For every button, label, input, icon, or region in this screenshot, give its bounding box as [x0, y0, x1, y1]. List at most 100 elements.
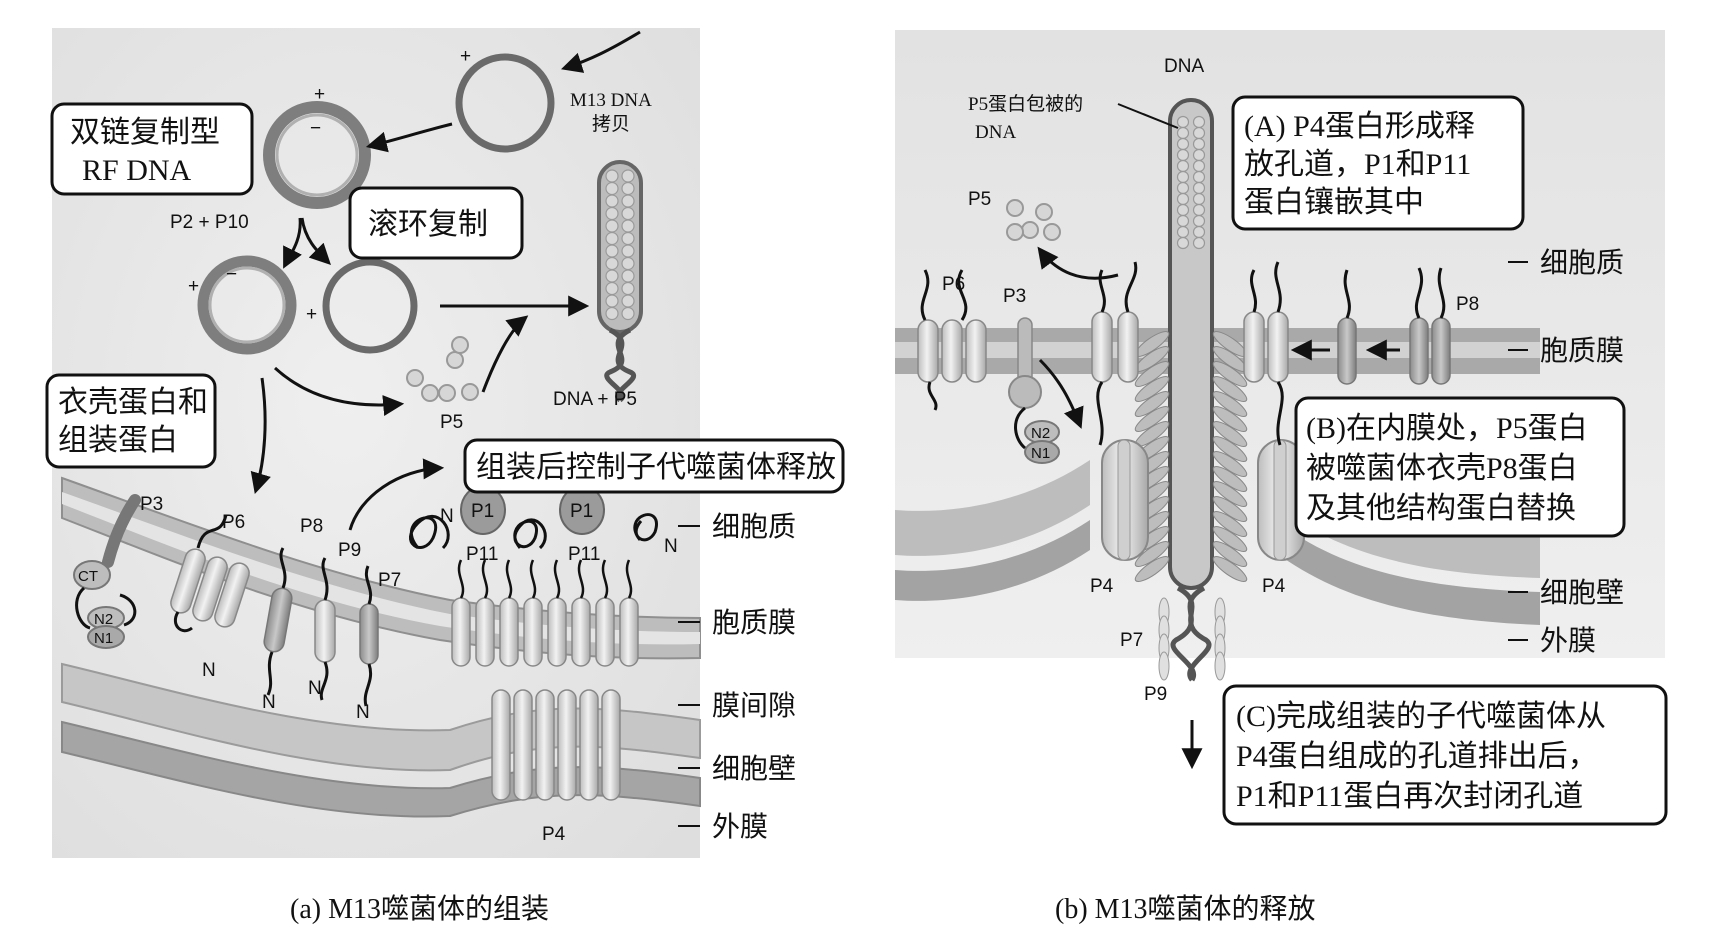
filament-beads: [605, 169, 635, 321]
p8-coat-protein: [1134, 391, 1170, 417]
p7-protein: [359, 603, 379, 665]
p8-coat-protein: [1134, 406, 1170, 432]
filament-bead: [605, 269, 619, 283]
p4-protein-column: [513, 689, 533, 801]
rf-dna-circle: [263, 101, 371, 209]
p4-protein-column: [557, 689, 577, 801]
p5-label: P5: [440, 412, 463, 433]
panel-a-proteins: [73, 485, 658, 801]
filament-bead: [1176, 214, 1190, 228]
panel-b-layer-labels: 细胞质 胞质膜 细胞壁 外膜: [1508, 247, 1624, 656]
box-rolling-label: 滚环复制: [368, 208, 488, 241]
filament-bead: [1176, 203, 1190, 217]
filament-bead: [1192, 192, 1206, 206]
p3-stalk: [102, 494, 141, 568]
p3-linker: [75, 586, 137, 630]
p8-coat-protein: [1134, 361, 1170, 387]
filament-bead: [1176, 225, 1190, 239]
filament-bead: [621, 269, 635, 283]
p7-p9-protein: [1214, 651, 1226, 681]
p1-label-left: P1: [471, 501, 494, 522]
p8-coat-protein: [1212, 376, 1248, 402]
filament-bead: [1176, 192, 1190, 206]
filament-bead: [1192, 148, 1206, 162]
box-release-label: 组装后控制子代噬菌体释放: [476, 451, 836, 484]
box-a-line1: (A) P4蛋白形成释: [1244, 110, 1475, 143]
p8-coat-protein: [1212, 526, 1248, 552]
p7-tail: [363, 565, 373, 707]
p4-protein-column: [535, 689, 555, 801]
filament-bead: [605, 194, 619, 208]
p8-label: P8: [300, 516, 323, 537]
p6-label: P6: [222, 512, 245, 533]
filament-bead: [605, 181, 619, 196]
p8-coat-protein: [1212, 511, 1248, 537]
label-periplasm: 膜间隙: [712, 690, 796, 721]
filament-bead: [1192, 170, 1206, 184]
panel-b-membrane-proteins: [917, 261, 1451, 464]
p1-coils-mid: [513, 518, 547, 550]
p8-coat-protein: [1212, 541, 1248, 567]
box-coat-line2: 组装蛋白: [58, 424, 178, 457]
filament-tube: [1168, 98, 1214, 590]
filament-twist-2: [1170, 585, 1206, 682]
arrow-ss-to-rf: [365, 122, 453, 153]
panel-a-strand-signs: + + − + − +: [188, 46, 471, 325]
p3-head: [1008, 375, 1042, 409]
rolling-circle-ds: [197, 255, 297, 355]
n2-label: N2: [94, 611, 113, 628]
p8-coat-protein: [1212, 391, 1248, 417]
p8-coat-protein: [1212, 436, 1248, 462]
box-coat-assembly: 衣壳蛋白和 组装蛋白: [45, 373, 217, 469]
protein-tail: [625, 559, 633, 599]
label-membrane: 胞质膜: [712, 607, 796, 638]
membrane-protein-column: [499, 597, 519, 667]
plus-sign: +: [460, 46, 471, 67]
p5-beads: [406, 336, 479, 402]
p5-bead: [406, 369, 424, 387]
p3-label: P3: [1003, 286, 1026, 307]
p8-coat-protein: [1212, 451, 1248, 477]
n1-domain: [1024, 440, 1060, 464]
p9-label: P9: [1144, 684, 1167, 705]
n2-label: N2: [1031, 425, 1050, 442]
protein-tail: [529, 559, 537, 599]
membrane-protein-column: [523, 597, 543, 667]
p5-coated-label-2: DNA: [975, 122, 1016, 143]
filament-bead: [621, 256, 635, 271]
p8-coat-protein: [1212, 556, 1248, 582]
p5-bead: [461, 383, 479, 401]
box-release-control: 组装后控制子代噬菌体释放: [463, 438, 845, 494]
panel-b-cell-wall-right: [1275, 460, 1540, 578]
panel-b-outer-membrane: [895, 520, 1090, 601]
filament-bead: [621, 244, 635, 258]
arrow-incoming: [560, 30, 641, 73]
box-coat-line1: 衣壳蛋白和: [58, 386, 208, 419]
arrow-rf-split-left: [283, 217, 302, 269]
filament-bead: [1176, 236, 1190, 250]
filament-bead: [605, 219, 619, 233]
p6-cluster: [170, 514, 250, 633]
n-terminus-label: N: [262, 692, 276, 713]
p5-bead: [421, 384, 439, 402]
p9-label: P9: [338, 540, 361, 561]
panel-a-caption: (a) M13噬菌体的组装: [290, 893, 549, 925]
membrane-protein-column: [571, 597, 591, 667]
membrane-protein-column: [451, 597, 471, 667]
n-terminus-label: N: [440, 506, 454, 527]
filament-bead: [1192, 214, 1206, 228]
m13-copy-label: M13 DNA: [570, 90, 652, 111]
box-a-line2: 放孔道，P1和P11: [1244, 148, 1471, 181]
filament-bead: [1192, 236, 1206, 250]
box-a-line3: 蛋白镶嵌其中: [1244, 186, 1424, 219]
filament-bead: [621, 306, 635, 321]
filament-bead: [605, 206, 619, 221]
dna-p5-label: DNA + P5: [553, 389, 637, 410]
arrow-rf-split-right: [300, 217, 331, 265]
membrane-protein-column: [475, 597, 495, 667]
p8-coat-protein: [1212, 496, 1248, 522]
box-b-line2: 被噬菌体衣壳P8蛋白: [1306, 452, 1578, 485]
ct-label: CT: [78, 568, 98, 585]
filament-bead: [1176, 159, 1190, 173]
p8-coat-protein: [1134, 376, 1170, 402]
